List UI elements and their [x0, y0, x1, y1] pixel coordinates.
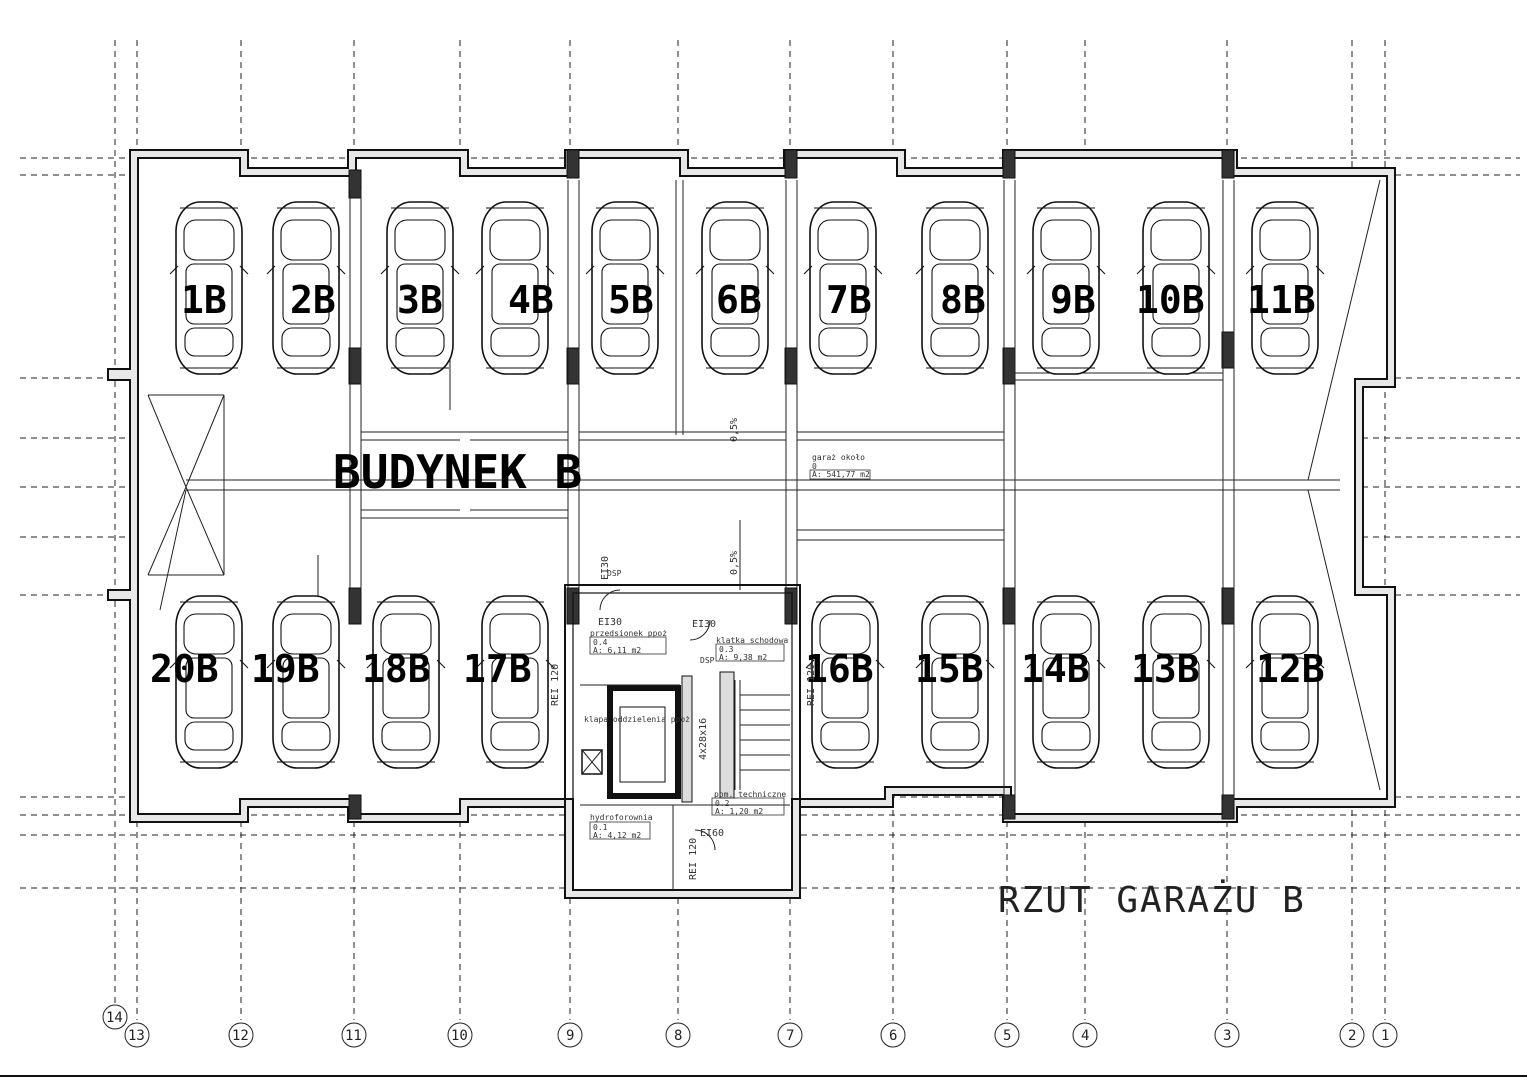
room-przedsionek-name: przedsionek ppoż — [590, 629, 667, 638]
car-bottom-7 — [1026, 595, 1106, 769]
car-bottom-9 — [1245, 595, 1325, 769]
spot-labels-bottom: 20B 19B 18B 17B 16B 15B 14B 13B 12B — [150, 647, 1325, 691]
ei60-label: EI60 — [700, 828, 724, 839]
spot-label-15b: 15B — [915, 647, 984, 691]
car-bottom-3 — [366, 595, 446, 769]
slope-label-b: 0,5% — [729, 551, 740, 575]
axis-bubbles: 14 13 12 11 10 9 8 7 6 5 4 3 2 1 — [102, 1004, 1398, 1048]
spot-label-7b: 7B — [826, 278, 872, 322]
spot-label-10b: 10B — [1136, 278, 1205, 322]
axis-label-3: 3 — [1223, 1028, 1231, 1044]
rei120-label-c: REI 120 — [688, 838, 699, 880]
room-techniczne-area: A: 1,20 m2 — [715, 807, 763, 816]
ei30-label-b: EI30 — [598, 617, 622, 628]
spot-label-13b: 13B — [1131, 647, 1200, 691]
plan-title: RZUT GARAŻU B — [998, 879, 1306, 921]
room-labels: garaż około 0 A: 541,77 m2 przedsionek p… — [584, 453, 871, 840]
room-garaz-area: A: 541,77 m2 — [812, 470, 870, 479]
room-garaz-name: garaż około — [812, 453, 865, 462]
axis-label-8: 8 — [674, 1028, 682, 1044]
car-bottom-1 — [169, 595, 249, 769]
spot-label-19b: 19B — [251, 647, 320, 691]
ei30-label-a: EI30 — [600, 556, 611, 580]
car-top-10 — [1136, 201, 1216, 375]
room-techniczne-name: pom. techniczne — [714, 790, 786, 799]
car-top-7 — [803, 201, 883, 375]
axis-label-4: 4 — [1081, 1028, 1089, 1044]
room-klatka-number: 0.3 — [719, 645, 734, 654]
car-top-3 — [380, 201, 460, 375]
spot-label-14b: 14B — [1021, 647, 1090, 691]
spot-label-5b: 5B — [608, 278, 654, 322]
room-klatka-area: A: 9,38 m2 — [719, 653, 767, 662]
car-top-4 — [475, 201, 555, 375]
spot-label-2b: 2B — [290, 278, 336, 322]
car-bottom-4 — [475, 595, 555, 769]
room-hydroforownia-area: A: 4,12 m2 — [593, 831, 641, 840]
car-bottom-6 — [915, 595, 995, 769]
spot-label-18b: 18B — [362, 647, 431, 691]
car-bottom-2 — [266, 595, 346, 769]
room-przedsionek-area: A: 6,11 m2 — [593, 646, 641, 655]
axis-label-7: 7 — [786, 1028, 794, 1044]
room-techniczne-number: 0.2 — [715, 799, 730, 808]
axis-label-2: 2 — [1348, 1028, 1356, 1044]
spot-labels-top: 1B 2B 3B 4B 5B 6B 7B 8B 9B 10B 11B — [181, 278, 1316, 322]
room-klatka-name: klatka schodowa — [716, 636, 788, 645]
spot-label-16b: 16B — [805, 647, 874, 691]
car-top-8 — [915, 201, 995, 375]
spot-label-17b: 17B — [463, 647, 532, 691]
axis-label-1: 1 — [1381, 1028, 1389, 1044]
axis-label-13: 13 — [128, 1028, 145, 1044]
slope-label-a: 0,5% — [729, 418, 740, 442]
room-hydroforownia-number: 0.1 — [593, 823, 608, 832]
car-bottom-5 — [805, 595, 885, 769]
spot-label-1b: 1B — [181, 278, 227, 322]
car-top-9 — [1026, 201, 1106, 375]
axis-label-5: 5 — [1003, 1028, 1011, 1044]
spot-label-4b: 4B — [508, 278, 554, 322]
cars-top-row — [169, 201, 1325, 375]
cars-bottom-row — [169, 595, 1325, 769]
stairs-label: 4x28x16 — [698, 718, 709, 760]
car-top-2 — [266, 201, 346, 375]
structural-pillars — [348, 149, 1235, 820]
axis-label-11: 11 — [345, 1028, 362, 1044]
spot-label-3b: 3B — [397, 278, 443, 322]
dsp-note-1: DSP — [607, 569, 622, 578]
klapa-note: klapa oddzielenia ppoż — [584, 715, 690, 724]
spot-label-20b: 20B — [150, 647, 219, 691]
axis-label-9: 9 — [566, 1028, 574, 1044]
fire-rating-annotations: EI30 EI30 EI30 EI60 REI 120 REI 120 REI … — [550, 418, 817, 880]
axis-label-12: 12 — [232, 1028, 249, 1044]
room-przedsionek-number: 0.4 — [593, 638, 608, 647]
spot-label-12b: 12B — [1256, 647, 1325, 691]
axis-label-14: 14 — [106, 1010, 123, 1026]
rei120-label-b: REI 120 — [806, 664, 817, 706]
spot-label-11b: 11B — [1247, 278, 1316, 322]
car-top-5 — [585, 201, 665, 375]
dsp-note-2: DSP — [700, 656, 715, 665]
rei120-label-a: REI 120 — [550, 664, 561, 706]
spot-label-9b: 9B — [1050, 278, 1096, 322]
interior-lines — [147, 179, 1381, 800]
car-bottom-8 — [1136, 595, 1216, 769]
spot-label-8b: 8B — [940, 278, 986, 322]
car-top-11 — [1245, 201, 1325, 375]
car-top-1 — [169, 201, 249, 375]
stairwell-core — [564, 584, 801, 899]
spot-label-6b: 6B — [716, 278, 762, 322]
room-garaz-number: 0 — [812, 462, 817, 471]
building-title: BUDYNEK B — [333, 445, 582, 499]
room-hydroforownia-name: hydroforownia — [590, 813, 653, 822]
car-top-6 — [695, 201, 775, 375]
axis-label-10: 10 — [451, 1028, 468, 1044]
ei30-label-c: EI30 — [692, 619, 716, 630]
axis-label-6: 6 — [889, 1028, 897, 1044]
